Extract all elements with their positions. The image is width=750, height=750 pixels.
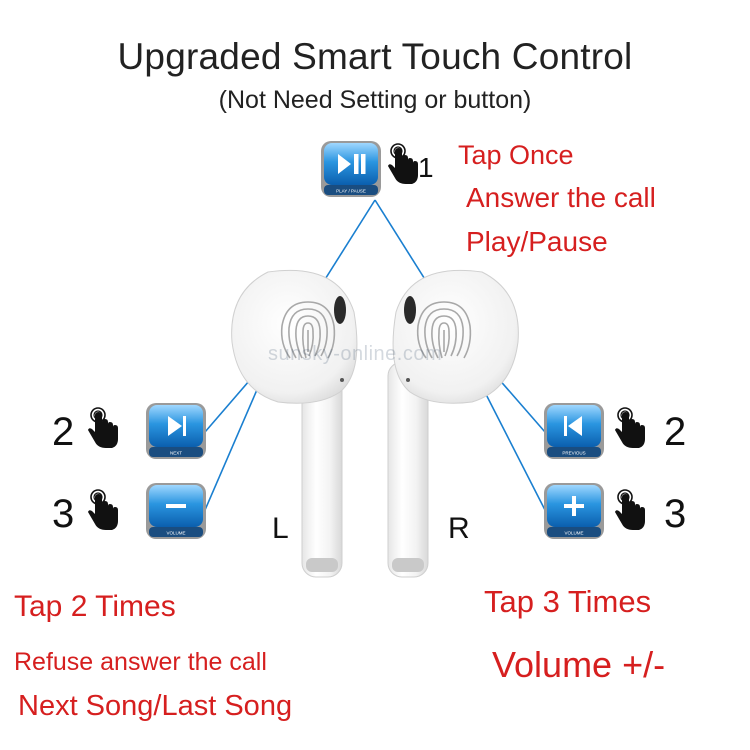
tap-once-label: Tap Once	[458, 140, 574, 170]
previous-icon	[564, 416, 582, 436]
right-previous-number: 2	[664, 410, 687, 454]
tap-hand-icon	[613, 406, 647, 450]
volume-down-button[interactable]: VOLUME	[145, 482, 207, 540]
tap-hand-icon	[86, 406, 120, 450]
plus-icon	[564, 496, 584, 516]
tap-hand-icon	[613, 488, 647, 532]
next-caption: NEXT	[170, 451, 182, 456]
play-pause-label: Play/Pause	[466, 226, 608, 257]
minus-icon	[166, 504, 186, 508]
tap-hand-icon	[386, 142, 420, 186]
page-subtitle: (Not Need Setting or button)	[218, 86, 532, 114]
refuse-call-label: Refuse answer the call	[14, 648, 267, 676]
tap-once-number: 1	[418, 152, 434, 183]
right-earbud	[387, 269, 519, 578]
left-side-label: L	[272, 512, 289, 545]
page-title: Upgraded Smart Touch Control	[117, 36, 633, 77]
next-last-song-label: Next Song/Last Song	[18, 690, 293, 722]
next-button[interactable]: NEXT	[145, 402, 207, 460]
previous-caption: PREVIOUS	[562, 451, 585, 456]
tap-three-times-label: Tap 3 Times	[484, 584, 652, 619]
volume-down-caption: VOLUME	[166, 531, 185, 536]
watermark: sunsky-online.com	[268, 343, 443, 365]
previous-button[interactable]: PREVIOUS	[543, 402, 605, 460]
left-earbud	[231, 269, 358, 578]
play-pause-icon	[338, 154, 366, 174]
answer-call-label: Answer the call	[466, 182, 656, 213]
play-pause-button[interactable]: PLAY / PAUSE	[320, 140, 382, 198]
left-volume-number: 3	[52, 492, 75, 536]
next-icon	[168, 416, 186, 436]
right-volume-number: 3	[664, 492, 687, 536]
right-side-label: R	[448, 512, 470, 545]
volume-up-caption: VOLUME	[564, 531, 583, 536]
play-pause-caption: PLAY / PAUSE	[336, 189, 366, 194]
volume-up-button[interactable]: VOLUME	[543, 482, 605, 540]
left-next-number: 2	[52, 410, 75, 454]
volume-label: Volume +/-	[492, 644, 666, 685]
tap-hand-icon	[86, 488, 120, 532]
tap-two-times-label: Tap 2 Times	[14, 590, 176, 623]
